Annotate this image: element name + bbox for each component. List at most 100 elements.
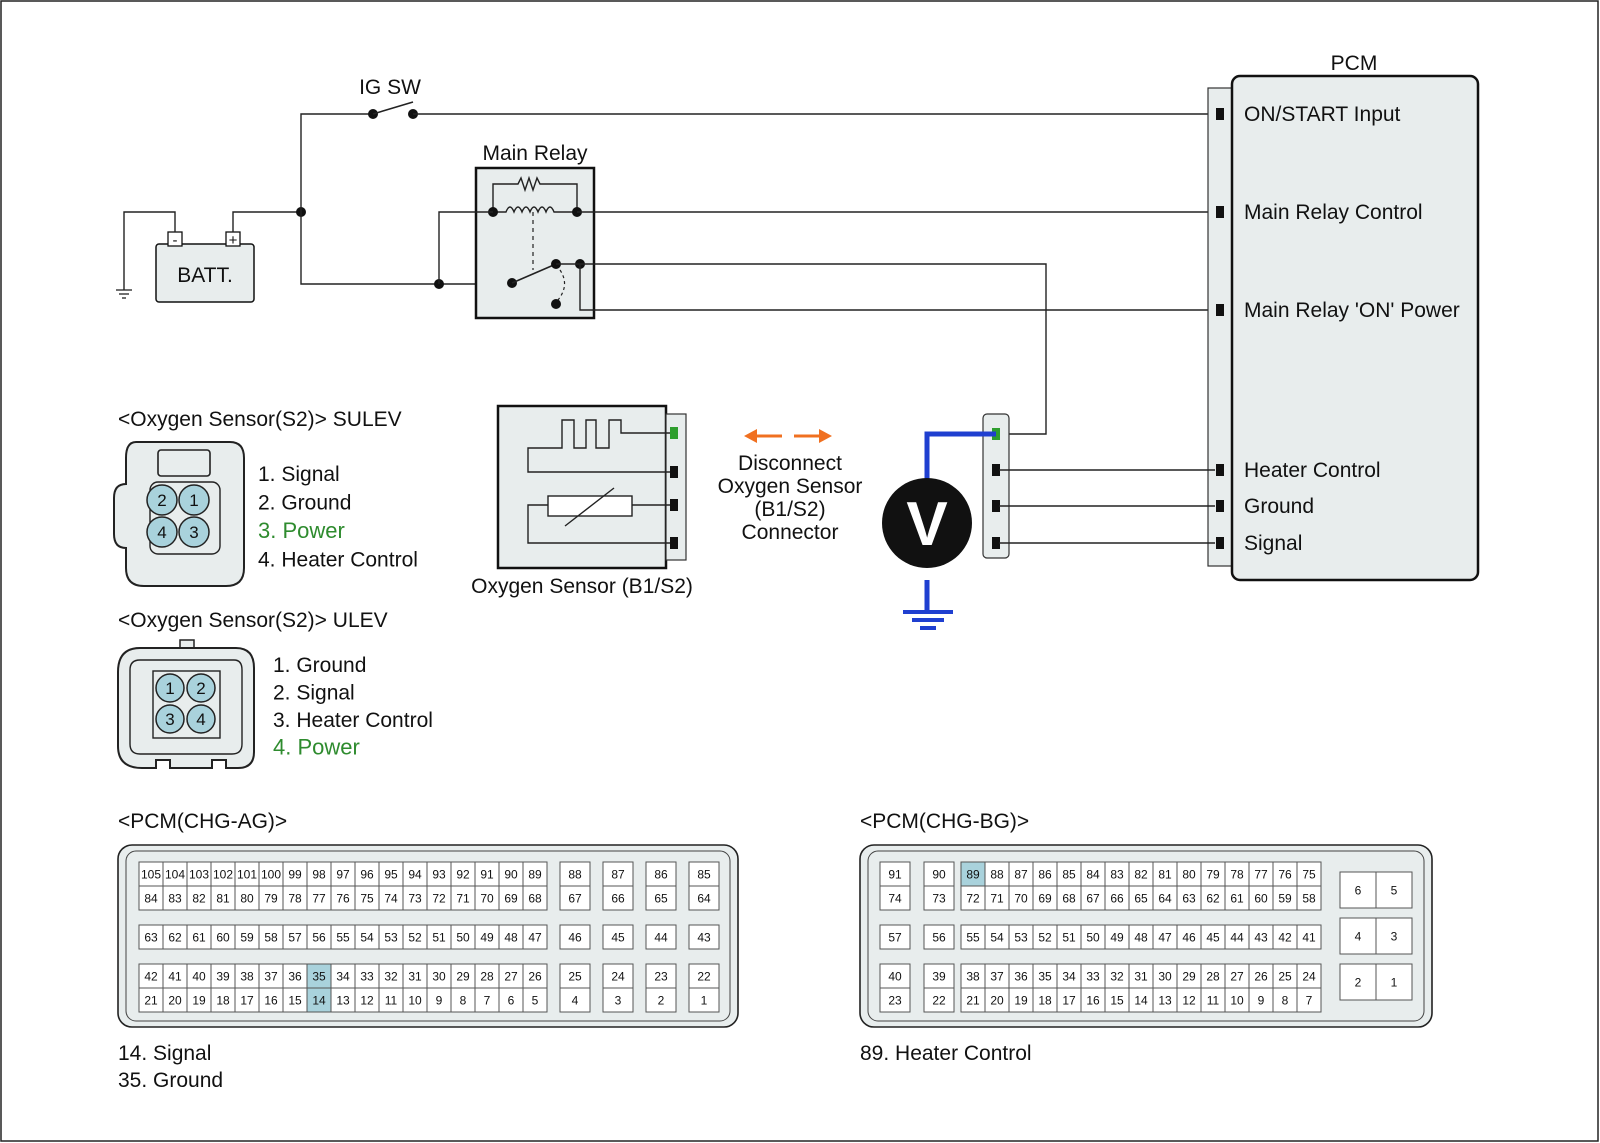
pcm-ag-note-1: 14. Signal	[118, 1042, 211, 1065]
pcm-bg-pin-cell	[1296, 963, 1322, 989]
ulev-legend-item: 3. Heater Control	[273, 709, 433, 732]
pcm-ag-pin-number: 21	[144, 994, 158, 1008]
pcm-ag-pin-number: 84	[144, 892, 158, 906]
sulev-title: <Oxygen Sensor(S2)> SULEV	[118, 408, 402, 431]
pcm-bg-pin-number: 65	[1134, 892, 1148, 906]
pcm-ag-pin-cell	[234, 987, 260, 1013]
pcm-ag-pin-cell	[522, 861, 548, 887]
pcm-bg-pin-cell	[960, 885, 986, 911]
battery: BATT. - +	[155, 231, 255, 303]
oxygen-sensor-caption: Oxygen Sensor (B1/S2)	[471, 575, 693, 598]
pcm-ag-pin-number: 85	[697, 868, 711, 882]
pcm-ag-pin-number: 15	[288, 994, 302, 1008]
ulev-title: <Oxygen Sensor(S2)> ULEV	[118, 609, 388, 632]
pcm-ag-pin-cell	[645, 861, 677, 887]
pcm-bg-pin-cell	[1200, 924, 1226, 950]
pcm-bg-pin-cell	[1339, 871, 1377, 909]
pcm-ag-pin-cell	[688, 861, 720, 887]
pcm-bg-pin-cell	[1296, 885, 1322, 911]
pcm-ag-pin-number: 68	[528, 892, 542, 906]
pcm-bg-pin-number: 36	[1014, 970, 1028, 984]
pcm-bg-pin-cell	[1296, 987, 1322, 1013]
ulev-pin-number: 3	[165, 710, 174, 729]
pcm-bg-pin-cell	[923, 885, 955, 911]
pcm-ag-pin-number: 47	[528, 931, 542, 945]
pcm-bg-pin-number: 50	[1086, 931, 1100, 945]
pcm-ag-pin-cell	[602, 885, 634, 911]
pcm-bg-pin-cell	[1296, 924, 1322, 950]
pcm-ag-pin-number: 51	[432, 931, 446, 945]
pcm-ag-pin-number: 41	[168, 970, 182, 984]
pcm-ag-pin-number: 1	[701, 994, 708, 1008]
pcm-bg-pin-number: 58	[1302, 892, 1316, 906]
pcm-ag-pin-number: 36	[288, 970, 302, 984]
pcm-bg-pin-cell	[960, 861, 986, 887]
pcm-ag-pin-number: 97	[336, 868, 350, 882]
pcm-bg-pin-cell	[1104, 924, 1130, 950]
pcm-ag-pin-cell	[210, 924, 236, 950]
pcm-bg-pin-number: 1	[1391, 976, 1398, 990]
pcm-ag-pin-cell	[234, 924, 260, 950]
pcm-ag-pin-number: 11	[385, 994, 398, 1008]
pcm-bg-pin-number: 22	[932, 994, 946, 1008]
pcm-ag-pin-number: 57	[288, 931, 302, 945]
pcm-bg-pin-number: 89	[966, 868, 980, 882]
pcm-ag-pin-number: 79	[264, 892, 278, 906]
pcm-ag-pin-cell	[402, 861, 428, 887]
pcm-ag-pin-number: 8	[460, 994, 467, 1008]
pcm-bg-pin-number: 25	[1278, 970, 1292, 984]
pcm-bg-pin-number: 30	[1158, 970, 1172, 984]
pcm-bg-pin-cell	[1176, 885, 1202, 911]
pcm-ag-pin-number: 5	[532, 994, 539, 1008]
sulev-legend-item: 3. Power	[258, 518, 345, 543]
pcm-ag-pin-number: 70	[480, 892, 494, 906]
pcm-bg-pin-number: 86	[1038, 868, 1052, 882]
pcm-ag-pin-number: 29	[456, 970, 470, 984]
pcm-bg-pin-number: 43	[1254, 931, 1268, 945]
pcm-ag-pin-cell	[330, 963, 356, 989]
pcm-ag-pin-number: 86	[654, 868, 668, 882]
pcm-bg-pin-cell	[1128, 987, 1154, 1013]
pcm-bg-pin-number: 35	[1038, 970, 1052, 984]
pcm-ag-pin-cell	[602, 924, 634, 950]
pcm-ag-pin-number: 53	[384, 931, 398, 945]
pcm-bg-pin-cell	[1032, 885, 1058, 911]
pcm-terminal-label: ON/START Input	[1244, 103, 1401, 126]
sulev-pin-number: 3	[189, 523, 198, 542]
pcm-ag-pin-number: 73	[408, 892, 422, 906]
pcm-ag-pin-number: 98	[312, 868, 326, 882]
pcm-ag-pin-number: 10	[408, 994, 422, 1008]
pcm-bg-pin-cell	[1272, 987, 1298, 1013]
pcm-bg-pin-number: 24	[1302, 970, 1316, 984]
pcm-ag-pin-cell	[645, 885, 677, 911]
pcm-bg-pin-cell	[1272, 963, 1298, 989]
pcm-ag-pin-number: 69	[504, 892, 518, 906]
pcm-terminal-pin	[1216, 206, 1224, 218]
pcm-bg-pin-number: 31	[1134, 970, 1148, 984]
pcm-bg-pin-cell	[1152, 885, 1178, 911]
pcm-ag-pin-number: 78	[288, 892, 302, 906]
pcm-ag-pin-cell	[426, 963, 452, 989]
pcm-ag-pin-number: 33	[360, 970, 374, 984]
pcm-ag-pin-cell	[330, 924, 356, 950]
pcm-bg-pin-cell	[1248, 924, 1274, 950]
pcm-bg-pin-cell	[1104, 885, 1130, 911]
disconnect-note: Disconnect Oxygen Sensor (B1/S2) Connect…	[718, 452, 863, 544]
pcm-bg-pin-number: 21	[966, 994, 980, 1008]
pcm-ag-pin-number: 58	[264, 931, 278, 945]
sulev-pin-number: 2	[157, 491, 166, 510]
sulev-pin	[178, 516, 210, 548]
pcm-ag-title: <PCM(CHG-AG)>	[118, 810, 287, 833]
pcm-ag-pin-cell	[645, 924, 677, 950]
pcm-ag-pin-number: 89	[528, 868, 542, 882]
pcm-label: PCM	[1331, 52, 1378, 75]
pcm-ag-pin-number: 94	[408, 868, 422, 882]
battery-label: BATT.	[177, 264, 233, 287]
pcm-ag-pin-number: 96	[360, 868, 374, 882]
pcm-terminal-label: Main Relay Control	[1244, 201, 1423, 224]
pcm-bg-pin-number: 23	[888, 994, 902, 1008]
pcm-ag-pin-number: 101	[237, 868, 257, 882]
pcm-bg-pin-number: 46	[1182, 931, 1196, 945]
pcm-ag-pin-cell	[522, 963, 548, 989]
